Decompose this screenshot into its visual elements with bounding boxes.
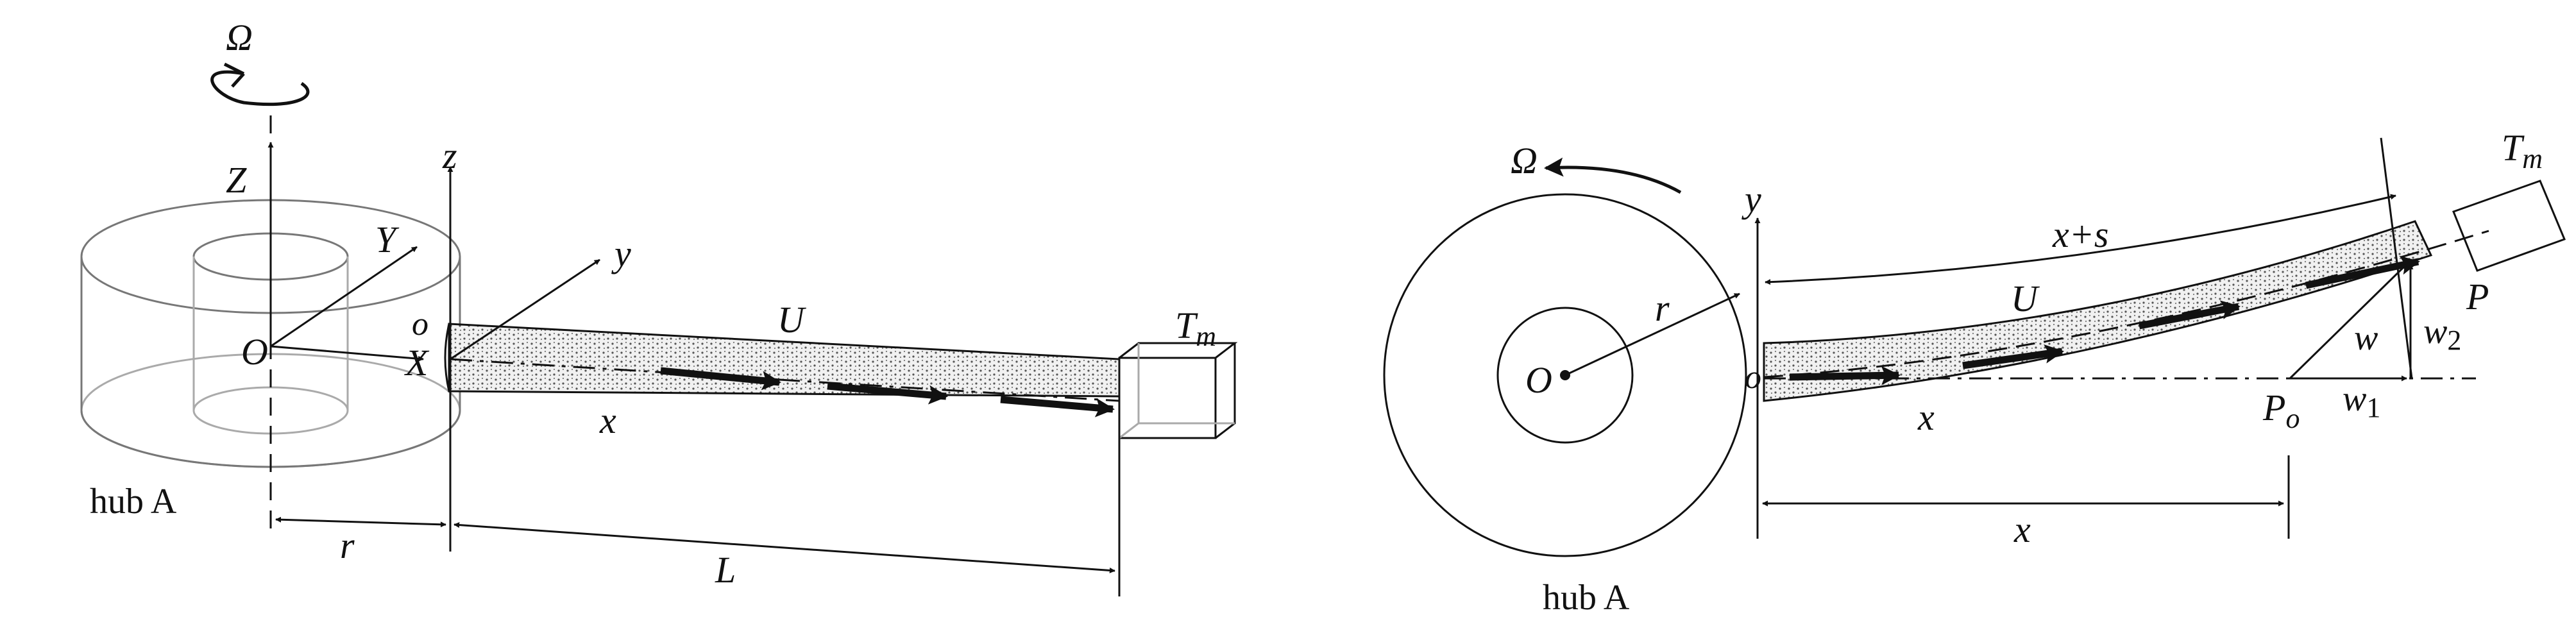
L-dimension	[453, 522, 1115, 573]
tip-mass-left: Tm	[1118, 305, 1238, 439]
hub-outer-right	[1383, 193, 1747, 557]
Po-label: Po	[2262, 387, 2300, 434]
O-label-right: O	[1525, 359, 1552, 401]
arc-length-dimension	[1765, 194, 2396, 285]
O-label-left: O	[241, 331, 268, 373]
Y-label: Y	[375, 219, 400, 260]
o-label-left: o	[412, 306, 428, 342]
hub-caption-right: hub A	[1543, 578, 1630, 618]
velocity-arrow-r1	[1789, 366, 1901, 385]
U-label-left: U	[777, 299, 807, 341]
velocity-arrow-3	[1000, 396, 1115, 418]
z-label-left: z	[442, 135, 457, 176]
hub-inner-right	[1496, 307, 1634, 444]
r-label-left: r	[340, 525, 355, 566]
Z-label: Z	[226, 159, 247, 201]
y-label-left: y	[611, 233, 631, 274]
o-label-right: o	[1745, 359, 1761, 396]
velocity-arrow-r3	[2138, 300, 2241, 330]
L-label: L	[715, 549, 736, 591]
x-plus-s-label: x+s	[2052, 214, 2108, 255]
tip-mass-right: Tm	[2452, 127, 2566, 272]
y-label-right: y	[1741, 178, 1761, 220]
w-label: w	[2354, 318, 2378, 358]
right-figure: O r Ω y U o x Tm x+s	[1383, 127, 2566, 618]
Y-axis	[270, 246, 418, 348]
rotation-omega-left: Ω	[210, 17, 310, 106]
X-axis	[270, 345, 424, 362]
hub-caption-left: hub A	[90, 482, 177, 521]
velocity-arrow-r2	[1962, 344, 2064, 369]
U-label-right: U	[2011, 278, 2040, 319]
r-dimension-left	[275, 516, 446, 528]
w1-label: w1	[2343, 379, 2380, 423]
y-axis-left	[450, 258, 600, 360]
P-label: P	[2466, 276, 2489, 317]
tip-mass-label-right: Tm	[2502, 127, 2543, 174]
velocity-arrow-1	[660, 367, 781, 391]
x-label-left: x	[599, 400, 616, 441]
rotation-omega-right	[1544, 157, 1682, 194]
section-line	[2380, 137, 2413, 379]
velocity-arrow-2	[827, 382, 948, 405]
w2-label: w2	[2423, 312, 2461, 356]
r-label-right: r	[1655, 287, 1670, 329]
left-figure: Ω Z Y O X o z y U x Tm	[80, 17, 1238, 596]
x-label-right: x	[1917, 396, 1935, 438]
X-label: X	[404, 342, 430, 384]
w-vector	[2289, 263, 2408, 380]
r-arrow-right	[1564, 292, 1740, 376]
omega-label-right: Ω	[1511, 140, 1538, 181]
tip-mass-label-left: Tm	[1175, 305, 1216, 352]
x-dim-label: x	[2013, 509, 2031, 550]
beam-right	[1763, 220, 2433, 402]
omega-label-left: Ω	[226, 17, 253, 58]
